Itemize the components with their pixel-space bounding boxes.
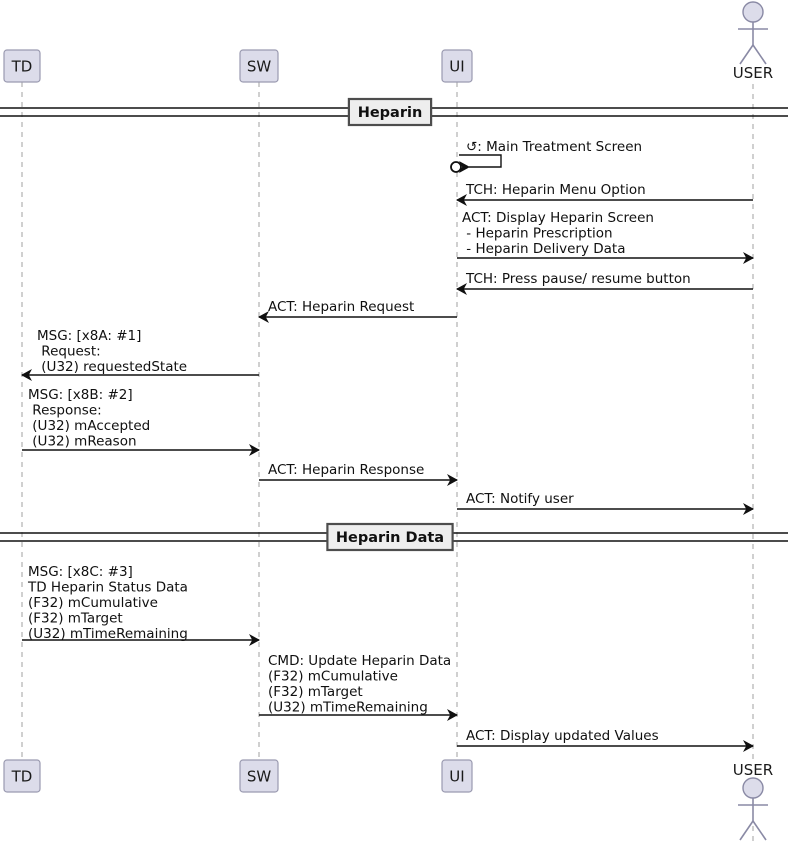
message-m4: TCH: Press pause/ resume button [456,271,753,295]
actor-head-user-footer [742,777,764,799]
participant-label-sw-footer: SW [247,768,272,786]
message-m11: CMD: Update Heparin Data(F32) mCumulativ… [259,653,458,721]
participant-label-td-footer: TD [11,768,33,786]
message-label: ↺: Main Treatment Screen [466,139,642,155]
actor-leg-right-footer [752,820,767,841]
participant-footers-group: TD SW UI USER [3,759,773,841]
message-label: ACT: Display updated Values [466,728,659,744]
message-m9: ACT: Notify user [457,491,754,515]
message-m7: MSG: [x8B: #2] Response: (U32) mAccepted… [22,387,260,456]
message-label: ACT: Heparin Response [268,462,424,478]
message-label: ACT: Notify user [466,491,574,507]
participant-label-ui-footer: UI [449,768,464,786]
message-m12: ACT: Display updated Values [457,728,754,752]
message-label: MSG: [x8A: #1] Request: (U32) requestedS… [37,328,187,375]
message-label: MSG: [x8C: #3]TD Heparin Status Data(F32… [27,564,188,642]
found-message-circle [450,161,462,173]
message-m3: ACT: Display Heparin Screen - Heparin Pr… [457,210,754,264]
message-m6: MSG: [x8A: #1] Request: (U32) requestedS… [21,328,259,381]
actor-head-user-header [742,1,764,23]
message-m5: ACT: Heparin Request [258,299,457,323]
participant-box-sw-header[interactable] [239,49,279,83]
actor-label-user-header: USER [733,64,773,82]
participant-label-td-header: TD [11,58,33,76]
self-message-loop [459,154,502,173]
participant-label-sw-header: SW [247,58,272,76]
actor-leg-left-header [739,44,754,65]
participant-box-td-header[interactable] [3,49,41,83]
message-label: ACT: Display Heparin Screen - Heparin Pr… [462,210,654,257]
participant-label-ui-header: UI [449,58,464,76]
actor-label-user-footer: USER [733,761,773,779]
message-m1: ↺: Main Treatment Screen [450,139,642,173]
message-label: TCH: Press pause/ resume button [465,271,691,287]
divider-label-1: Heparin Data [336,530,444,546]
message-label: ACT: Heparin Request [268,299,414,315]
message-m10: MSG: [x8C: #3]TD Heparin Status Data(F32… [22,564,260,646]
message-label: TCH: Heparin Menu Option [465,182,646,198]
message-label: MSG: [x8B: #2] Response: (U32) mAccepted… [28,387,150,450]
participant-box-ui-header[interactable] [441,49,473,83]
message-m2: TCH: Heparin Menu Option [456,182,753,206]
message-label: CMD: Update Heparin Data(F32) mCumulativ… [268,653,451,716]
actor-leg-left-footer [739,820,754,841]
participant-headers-group: TD SW UI USER [3,1,773,83]
participant-box-ui-footer[interactable] [441,759,473,793]
divider-label-0: Heparin [358,105,423,121]
participant-box-sw-footer[interactable] [239,759,279,793]
divider-box-1 [326,522,454,552]
participant-box-td-footer[interactable] [3,759,41,793]
divider-box-0 [347,97,433,127]
message-m8: ACT: Heparin Response [259,462,458,486]
actor-leg-right-header [752,44,767,65]
